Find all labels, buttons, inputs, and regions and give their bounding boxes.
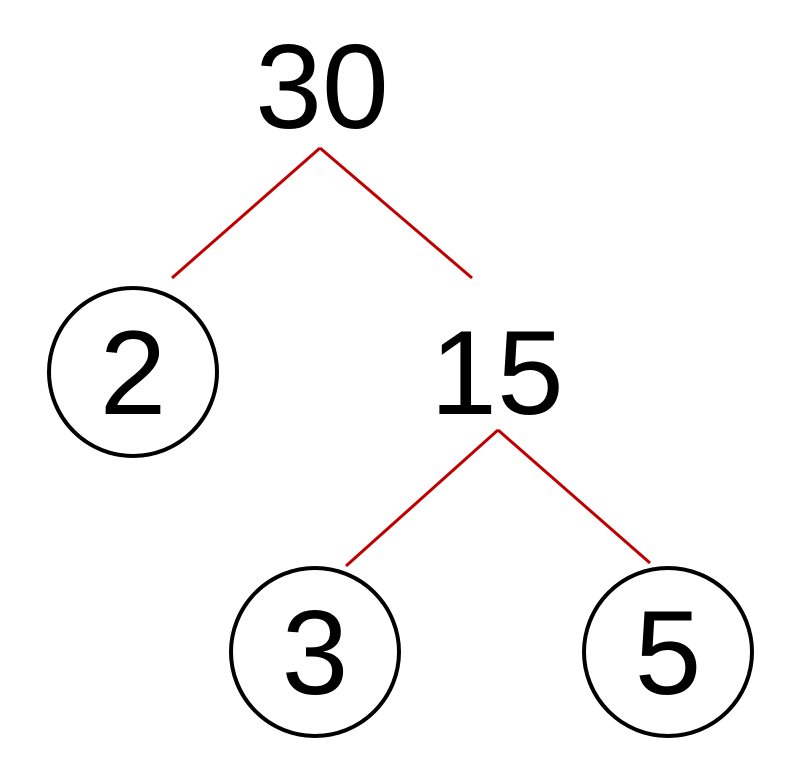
- prime-5-number: 5: [635, 586, 702, 720]
- prime-2-circle: [47, 286, 219, 458]
- prime-5-circle: [582, 566, 754, 738]
- root-number: 30: [255, 20, 388, 154]
- branch-30-to-15: [319, 146, 473, 280]
- prime-2-number: 2: [100, 306, 167, 440]
- branch-30-to-2: [171, 146, 321, 280]
- branch-15-to-3: [344, 428, 500, 568]
- composite-15-number: 15: [430, 306, 563, 440]
- branch-15-to-5: [497, 428, 651, 565]
- prime-3-circle: [229, 566, 401, 738]
- prime-3-number: 3: [282, 586, 349, 720]
